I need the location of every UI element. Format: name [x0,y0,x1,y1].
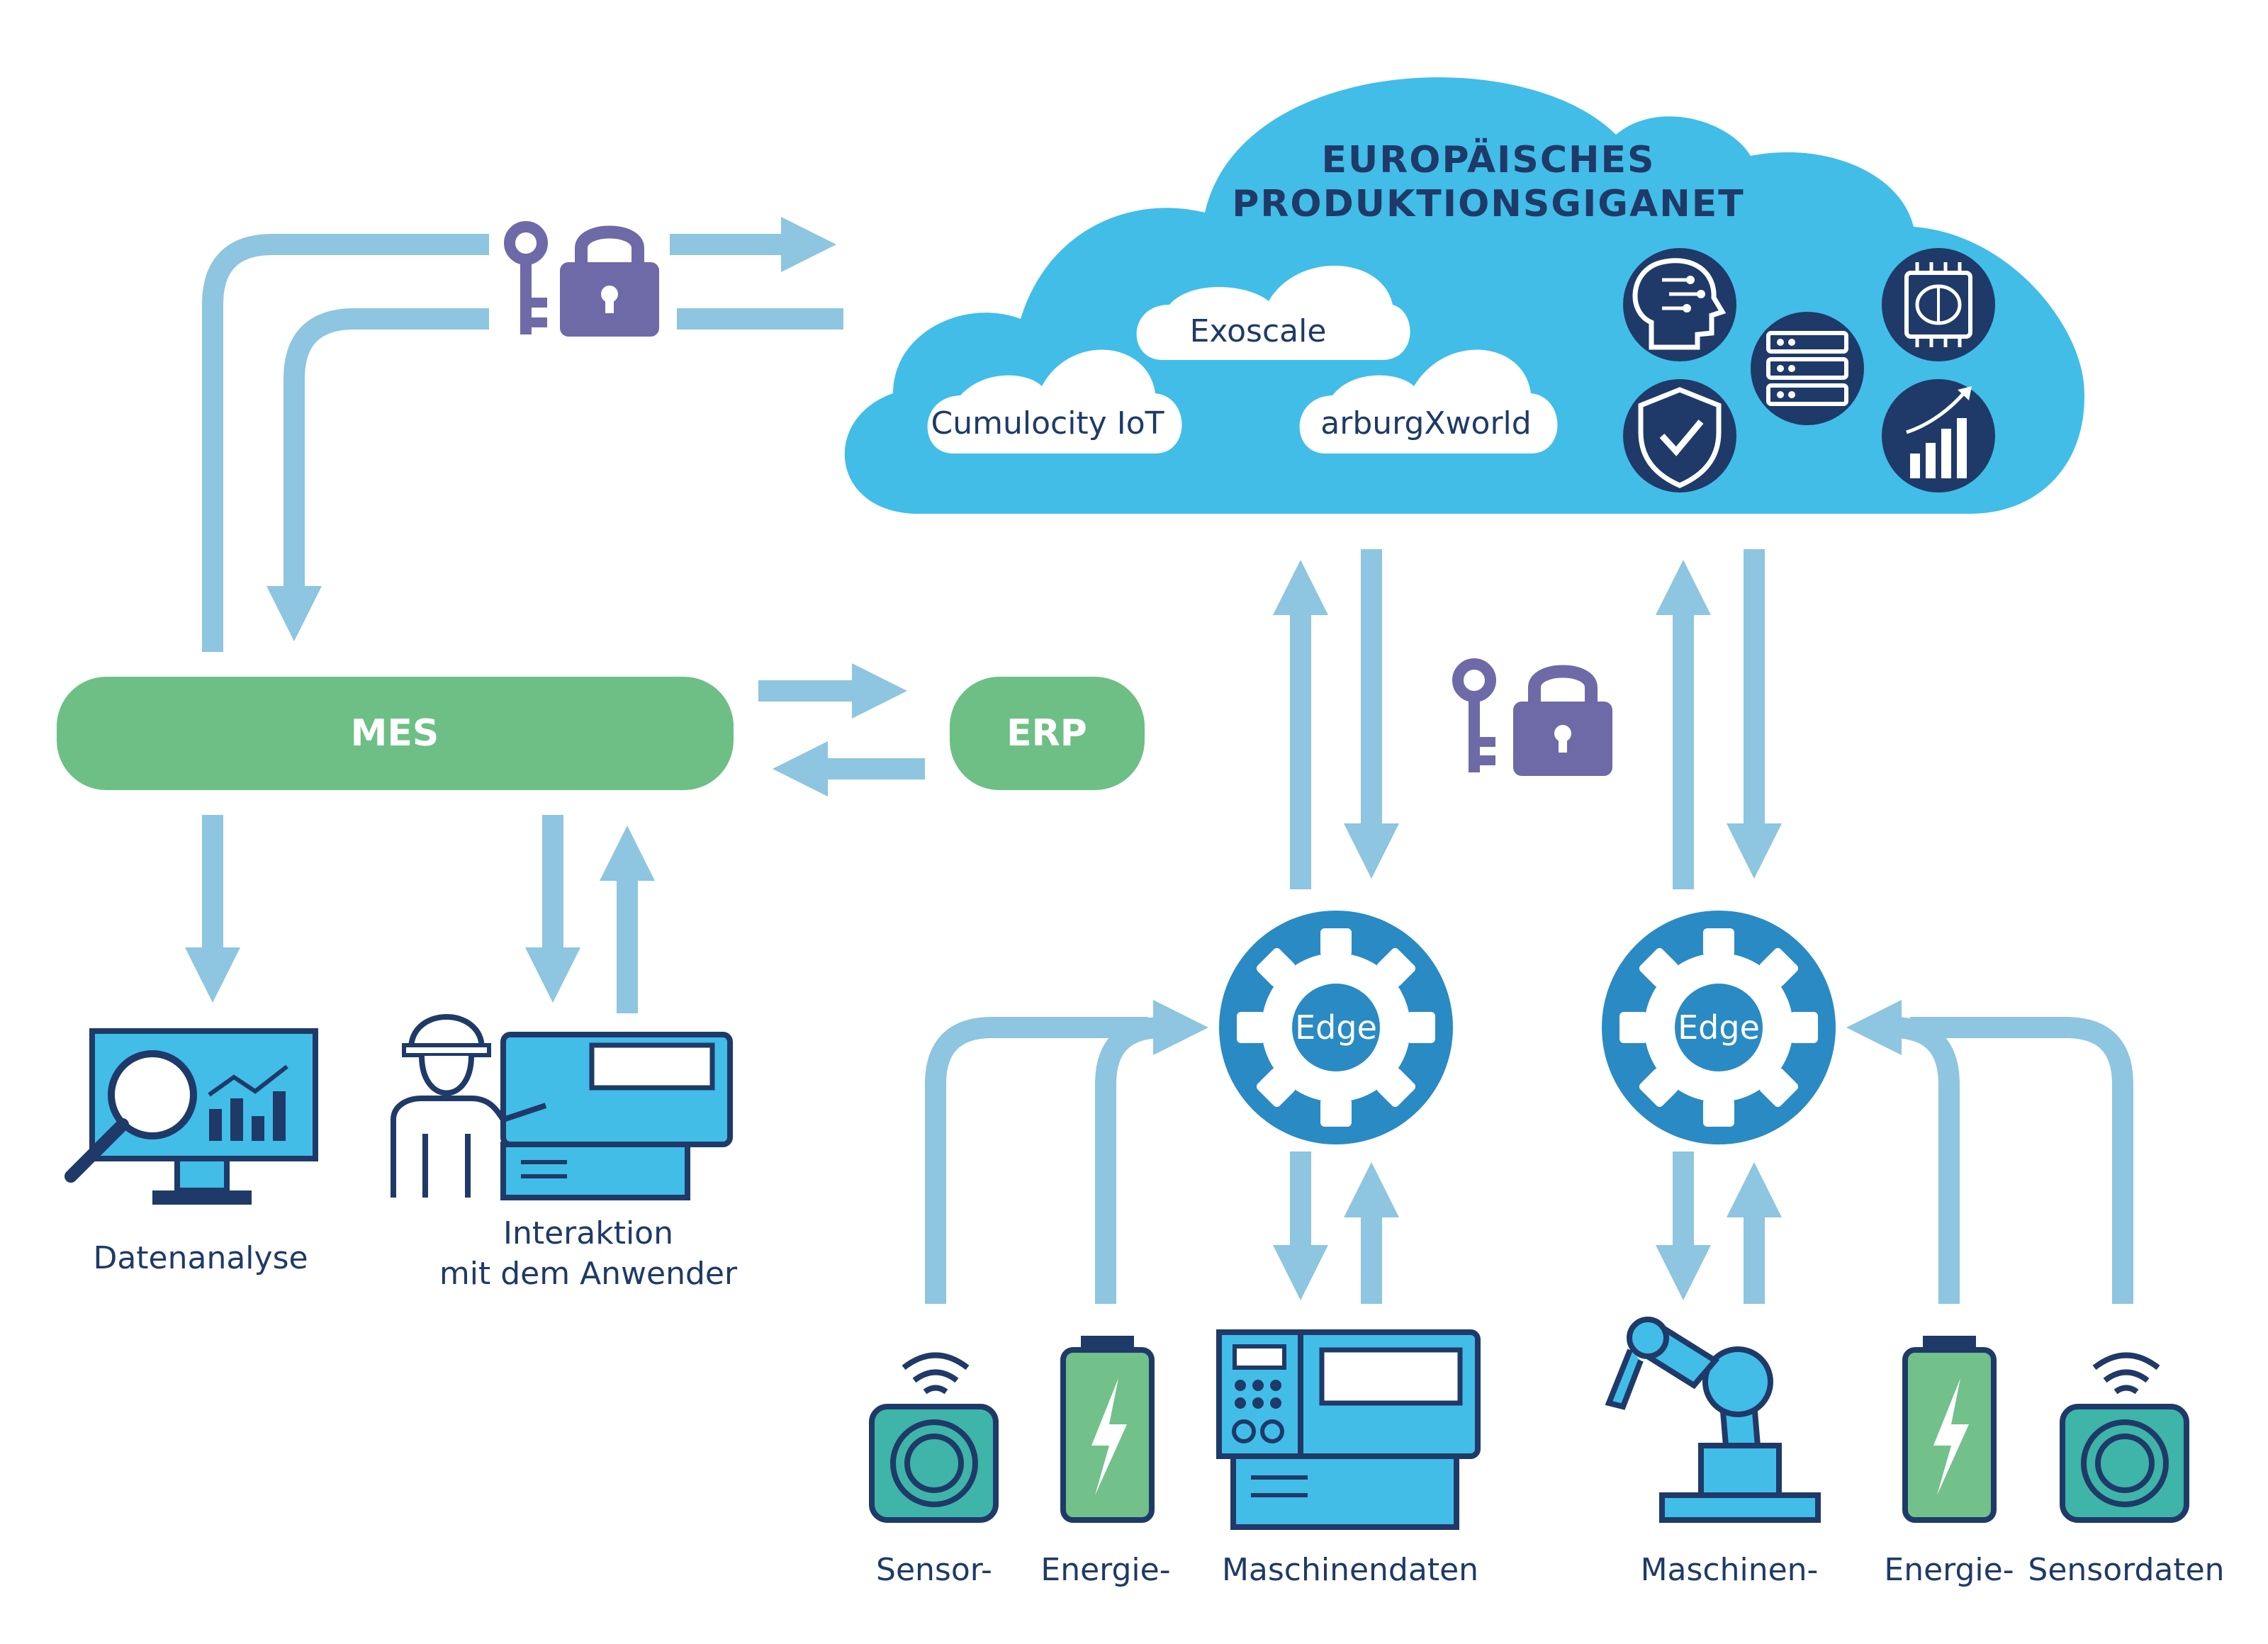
operator-machine-icon [391,1014,733,1200]
ai-head-icon [1623,248,1736,361]
server-rack-icon [1751,312,1864,425]
machine-icon [1216,1329,1481,1530]
arburgxworld-label: arburgXworld [1320,405,1531,441]
erp-system: ERP [950,677,1145,790]
arrow-energy-right-to-edge [1846,999,1960,1304]
encryption-key-icon [504,221,548,334]
padlock-icon [560,225,659,337]
security-shield-icon [1623,379,1736,492]
sensor-left-icon [869,1352,999,1523]
data-analysis-monitor-icon [64,1028,318,1205]
arrow-mes-to-cloud [202,234,489,652]
exoscale-label: Exoscale [1190,313,1327,349]
arrow-sensor-right-to-edge [1910,1017,2133,1304]
growth-chart-icon [1882,379,1995,492]
energy-right-label: Energie- [1884,1552,2014,1588]
edge-right-label: Edge [1678,1008,1760,1047]
cumulocity-service: Cumulocity IoT [927,349,1182,454]
exoscale-service: Exoscale [1136,265,1410,360]
machine-left-label: Maschinendaten [1222,1552,1478,1588]
interaction-label-line1: Interaktion [503,1215,673,1251]
ai-chip-icon [1882,248,1995,361]
interaction-label-line2: mit dem Anwender [439,1256,738,1292]
production-cloud: EUROPÄISCHES PRODUKTIONSGIGANET Exoscale… [844,77,2084,514]
sensor-left-label: Sensor- [876,1552,992,1588]
robot-arm-icon [1605,1317,1821,1523]
sensor-right-icon [2060,1352,2189,1523]
data-flow-arrows [184,217,2133,1304]
sensor-right-label: Sensordaten [2028,1552,2224,1588]
cumulocity-label: Cumulocity IoT [931,405,1164,441]
arrow-sensor-left-to-edge [925,1017,1148,1304]
mes-system: MES [57,677,734,790]
energy-left-label: Energie- [1040,1552,1170,1588]
analysis-label: Datenanalyse [93,1240,308,1276]
edge-left-label: Edge [1295,1008,1377,1047]
padlock-icon-edge [1513,665,1612,776]
battery-right-icon [1902,1336,1997,1523]
edge-node-right: Edge [1602,911,1836,1144]
arrow-cloud-to-mes-cont [266,308,489,641]
mes-label: MES [351,712,439,755]
encryption-key-icon-edge [1452,658,1496,772]
cloud-title-line1: EUROPÄISCHES [1321,138,1655,181]
machine-right-label: Maschinen- [1641,1552,1819,1588]
arburgxworld-service: arburgXworld [1299,349,1558,454]
battery-left-icon [1060,1336,1155,1523]
arrow-energy-left-to-edge [1095,1000,1208,1304]
edge-node-left: Edge [1219,911,1453,1144]
erp-label: ERP [1006,712,1087,755]
cloud-title-line2: PRODUKTIONSGIGANET [1232,183,1745,225]
